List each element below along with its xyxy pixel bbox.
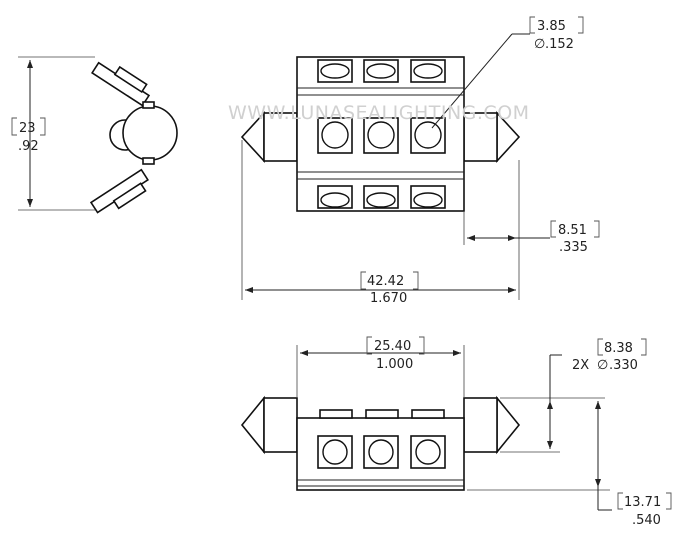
body-len-mm: 25.40 <box>374 339 411 354</box>
led-row-middle <box>317 117 446 154</box>
cap-dia-mm: 8.38 <box>604 341 633 356</box>
overall-len-in: 1.670 <box>370 291 407 306</box>
front-view: 25.40 1.000 8.38 2X ∅ .330 13.71 .540 <box>240 336 672 528</box>
side-view: 23 .92 <box>11 56 178 214</box>
height-in: .92 <box>18 139 39 154</box>
body-width-in: .540 <box>632 513 661 528</box>
cap-dia-in: .330 <box>609 358 638 373</box>
led-dia-in: .152 <box>545 37 574 52</box>
overall-len-mm: 42.42 <box>367 274 404 289</box>
top-view: 3.85 ∅ .152 8.51 .335 42.42 1.670 <box>240 16 600 306</box>
led-dia-symbol: ∅ <box>534 37 545 52</box>
height-mm: 23 <box>19 121 36 136</box>
led-row-front <box>317 435 446 469</box>
body-width-mm: 13.71 <box>624 495 661 510</box>
body-len-in: 1.000 <box>376 357 413 372</box>
led-row-top <box>317 59 446 83</box>
led-row-bottom <box>317 185 446 209</box>
cap-len-in: .335 <box>559 240 588 255</box>
led-dia-mm: 3.85 <box>537 19 566 34</box>
cap-len-mm: 8.51 <box>558 223 587 238</box>
cap-dia-symbol: ∅ <box>597 358 608 373</box>
watermark-text: WWW.LUNASEALIGHTING.COM <box>228 102 530 124</box>
cap-dia-qty: 2X <box>572 358 589 373</box>
